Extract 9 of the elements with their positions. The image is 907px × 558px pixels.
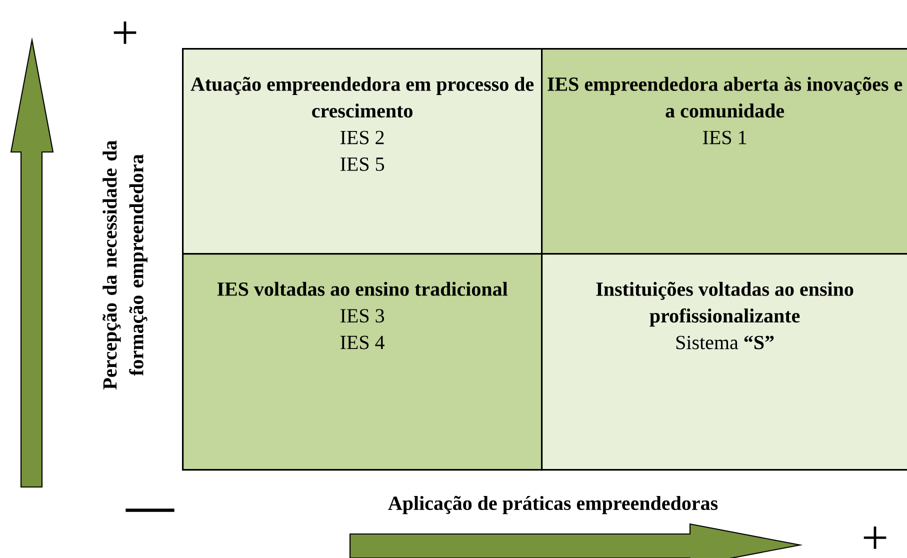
axis-title: Percepção da necessidade da formação empreendedora [102,140,148,390]
minus-sign: — [126,508,174,512]
quadrant-box: Atuação empreendedora em processo de crescimento IES 2 IES 5 [182,48,543,255]
axis-title: Aplicação de práticas empreendedoras [388,496,718,514]
quadrant-box: Instituições voltadas ao ensino profissionalizante Sistema “S” [541,253,907,471]
quadrant-box: IES empreendedora aberta às inovações e a comunidade IES 1 [541,48,907,255]
plus-sign: + [114,21,136,44]
plus-sign: + [864,526,886,549]
quadrant-box: IES voltadas ao ensino tradicional IES 3 IES 4 [182,253,543,471]
